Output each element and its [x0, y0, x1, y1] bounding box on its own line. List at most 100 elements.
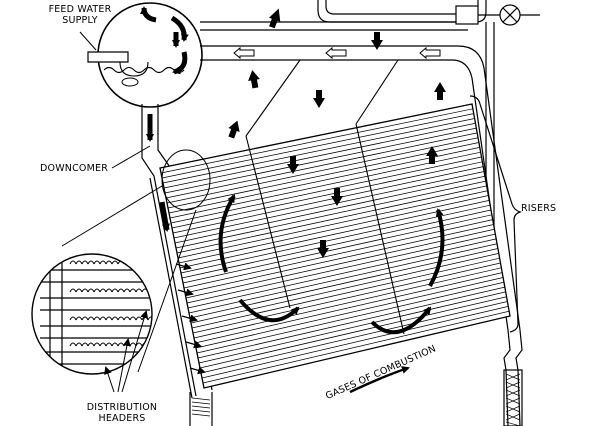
header-tube-stub: [87, 316, 95, 321]
boiler-tube: [199, 296, 507, 369]
header-tube-stub: [141, 260, 149, 265]
boiler-tube: [160, 108, 473, 174]
header-tube-stub: [87, 342, 95, 347]
baffles: [245, 59, 405, 335]
header-tips: [175, 262, 206, 375]
header-tube-stub: [93, 342, 101, 347]
boiler-tube: [197, 286, 505, 359]
header-tube-stub: [147, 316, 152, 321]
boiler-tube: [192, 262, 501, 334]
header-tube-stub: [129, 260, 137, 265]
header-tube-stub: [87, 260, 95, 265]
boiler-tube: [163, 122, 476, 189]
boiler-tube: [168, 146, 480, 214]
boiler-tube: [196, 281, 505, 354]
header-tube-stub: [147, 342, 152, 347]
header-tube-stub: [99, 342, 107, 347]
boiler-tube: [201, 305, 509, 379]
boiler-tube: [167, 142, 479, 209]
boiler-tube: [176, 185, 487, 254]
tube-bank: [159, 103, 511, 389]
boiler-tube: [195, 277, 504, 349]
header-tube-stub: [69, 342, 77, 347]
boiler-tube: [187, 238, 497, 309]
boiler-tube: [169, 151, 481, 219]
header-tube-stub: [117, 288, 125, 293]
header-tube-stub: [135, 260, 143, 265]
boiler-tube: [165, 132, 478, 199]
steam-drum: [79, 2, 203, 108]
header-tube-stub: [147, 288, 152, 293]
boiler-tube: [200, 301, 508, 374]
boiler-tube: [173, 171, 485, 239]
boiler-tube: [170, 156, 482, 224]
downcomer-label: DOWNCOMER: [40, 163, 109, 174]
header-tube-stub: [105, 342, 113, 347]
boiler-tube: [202, 310, 510, 384]
header-tube-stub: [69, 316, 77, 321]
header-tube-stub: [147, 260, 152, 265]
distribution-headers-label: DISTRIBUTION HEADERS: [72, 402, 172, 424]
boiler-tube: [193, 267, 502, 339]
header-tube-stub: [81, 316, 89, 321]
header-tube-stub: [111, 288, 119, 293]
distribution-label-line2: HEADERS: [98, 413, 146, 424]
boiler-tube: [189, 248, 498, 319]
header-tube-stub: [93, 316, 101, 321]
feed-water-label-line1: FEED WATER: [48, 4, 112, 15]
feed-water-label-line2: SUPPLY: [62, 15, 98, 26]
boiler-tube: [194, 272, 503, 344]
distribution-label-line1: DISTRIBUTION: [86, 402, 158, 413]
riser-wall: [503, 329, 523, 426]
header-tube-stub: [135, 288, 143, 293]
header-tube-stub: [93, 260, 101, 265]
header-tube-stub: [135, 316, 143, 321]
drum-circulation-arrows: [140, 6, 189, 75]
header-tube-stub: [81, 288, 89, 293]
header-tube-stub: [123, 316, 131, 321]
header-tube-stub: [105, 288, 113, 293]
boiler-tube: [177, 190, 488, 259]
boiler-tube: [161, 113, 474, 179]
header-tube-stub: [75, 316, 83, 321]
boiler-tube: [162, 118, 475, 184]
boiler-tube: [174, 175, 486, 244]
top-return-pipe: [200, 0, 540, 331]
header-tube-stub: [105, 316, 113, 321]
risers-label: RISERS: [521, 203, 557, 214]
header-tube-stub: [99, 316, 107, 321]
boiler-tube: [203, 315, 510, 388]
downcomer-flow-arrows: [146, 114, 170, 232]
header-tube-stub: [69, 260, 77, 265]
header-tube-stub: [129, 288, 137, 293]
header-tube-stub: [111, 316, 119, 321]
header-tube-stub: [81, 260, 89, 265]
header-tube-stub: [93, 288, 101, 293]
boiler-tube: [178, 195, 489, 264]
header-tube-stub: [81, 342, 89, 347]
header-tube-stub: [111, 260, 119, 265]
boiler-tube: [175, 180, 486, 249]
header-tube-stub: [99, 288, 107, 293]
header-tube-stub: [75, 288, 83, 293]
header-tube-stub: [75, 342, 83, 347]
header-tube-stub: [75, 260, 83, 265]
riser-wall-hatch: [505, 373, 521, 426]
feed-water-label: FEED WATER SUPPLY: [40, 4, 120, 26]
header-tube-stub: [69, 288, 77, 293]
boiler-tube: [166, 137, 479, 204]
bank-circulation-arrows: [218, 194, 445, 335]
header-tube-stub: [99, 260, 107, 265]
boiler-tube: [191, 257, 500, 329]
gases-arrow: [349, 366, 410, 394]
lower-left-wall-hatch: [191, 397, 211, 417]
header-tube-stub: [111, 342, 119, 347]
header-tube-stub: [87, 288, 95, 293]
header-tube-stub: [117, 316, 125, 321]
boiler-tube: [198, 291, 506, 364]
risers-brace: [469, 95, 522, 333]
header-tube-stub: [105, 260, 113, 265]
distribution-header-inset: [31, 149, 211, 393]
gas-flow-arrows: [228, 8, 446, 258]
